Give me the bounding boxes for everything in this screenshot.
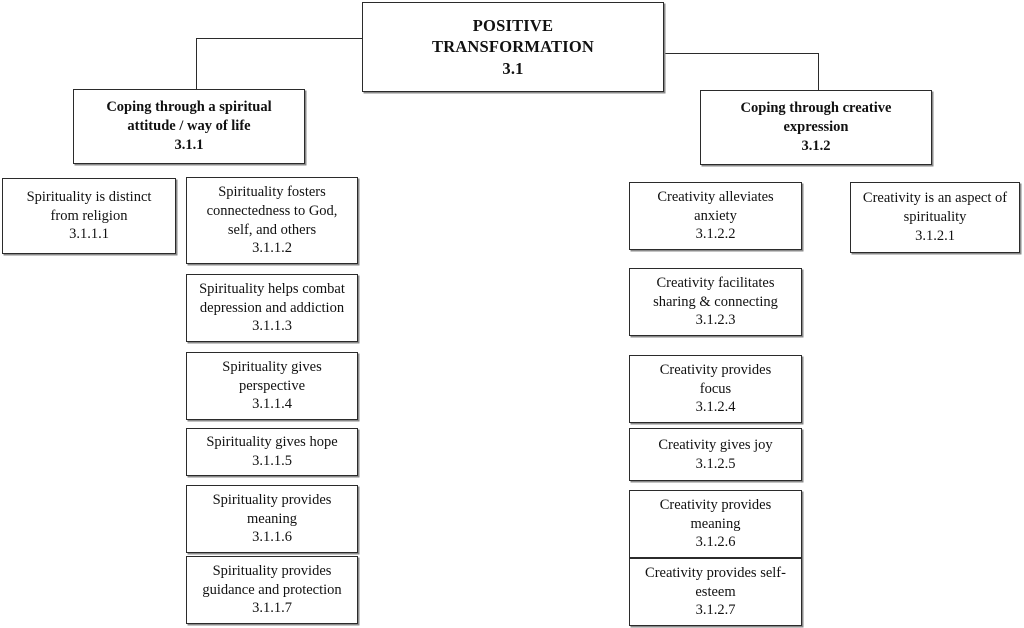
leaf-node-spirituality-fosters-connectedness[interactable]: Spirituality fosters connectedness to Go… xyxy=(186,177,358,264)
leaf-node-creativity-gives-joy[interactable]: Creativity gives joy 3.1.2.5 xyxy=(629,428,802,481)
leaf-label-line1: Creativity is an aspect of xyxy=(862,190,1008,207)
leaf-label-line1: Spirituality provides xyxy=(212,491,332,508)
root-label-line2: TRANSFORMATION xyxy=(432,37,594,57)
leaf-label-line1: Creativity provides self- xyxy=(645,564,786,581)
leaf-label-line1: Creativity provides xyxy=(659,496,772,513)
leaf-node-creativity-provides-self-esteem[interactable]: Creativity provides self- esteem 3.1.2.7 xyxy=(629,558,802,626)
leaf-label-line1: Spirituality provides xyxy=(212,562,332,579)
leaf-label-line2: meaning xyxy=(690,515,741,532)
branch-left-code: 3.1.1 xyxy=(174,136,204,153)
branch-node-coping-spiritual-attitude[interactable]: Coping through a spiritual attitude / wa… xyxy=(73,89,305,164)
leaf-label-line1: Creativity provides xyxy=(659,361,772,378)
leaf-label-line2: sharing & connecting xyxy=(653,293,778,310)
leaf-label-line2: depression and addiction xyxy=(199,299,345,316)
leaf-code: 3.1.1.2 xyxy=(252,240,292,257)
leaf-code: 3.1.2.4 xyxy=(695,399,736,416)
leaf-label-line2: connectedness to God, xyxy=(206,202,338,219)
leaf-code: 3.1.2.2 xyxy=(695,226,736,243)
connector-left-vertical xyxy=(196,38,197,89)
leaf-label-line1: Spirituality fosters xyxy=(218,183,326,200)
leaf-node-spirituality-distinct-from-religion[interactable]: Spirituality is distinct from religion 3… xyxy=(2,178,176,254)
leaf-label-line1: Creativity alleviates xyxy=(657,188,774,205)
leaf-code: 3.1.1.6 xyxy=(252,529,292,546)
leaf-label-line1: Spirituality gives xyxy=(222,358,322,375)
leaf-label-line2: spirituality xyxy=(903,209,967,226)
branch-left-label-line2: attitude / way of life xyxy=(127,118,251,135)
leaf-label-line1: Creativity facilitates xyxy=(656,274,775,291)
root-label-line1: POSITIVE xyxy=(472,15,554,35)
leaf-label-line1: Spirituality gives hope xyxy=(206,434,338,451)
leaf-code: 3.1.1.3 xyxy=(252,318,292,335)
leaf-code: 3.1.1.7 xyxy=(252,600,292,617)
leaf-code: 3.1.1.5 xyxy=(252,453,292,469)
branch-right-label-line1: Coping through creative xyxy=(740,100,892,117)
leaf-node-spirituality-provides-guidance[interactable]: Spirituality provides guidance and prote… xyxy=(186,556,358,624)
branch-right-code: 3.1.2 xyxy=(801,137,831,154)
leaf-code: 3.1.1.1 xyxy=(69,226,109,243)
leaf-node-creativity-facilitates-sharing[interactable]: Creativity facilitates sharing & connect… xyxy=(629,268,802,336)
leaf-label-line2: meaning xyxy=(247,510,297,527)
leaf-node-spirituality-helps-combat-depression[interactable]: Spirituality helps combat depression and… xyxy=(186,274,358,342)
branch-node-coping-creative-expression[interactable]: Coping through creative expression 3.1.2 xyxy=(700,90,932,165)
connector-right-vertical xyxy=(818,53,819,90)
leaf-code: 3.1.2.7 xyxy=(695,602,736,619)
leaf-label-line2: focus xyxy=(699,380,732,397)
leaf-label-line2: esteem xyxy=(695,583,736,600)
leaf-node-creativity-aspect-of-spirituality[interactable]: Creativity is an aspect of spirituality … xyxy=(850,182,1020,253)
leaf-node-creativity-provides-focus[interactable]: Creativity provides focus 3.1.2.4 xyxy=(629,355,802,423)
leaf-node-spirituality-provides-meaning[interactable]: Spirituality provides meaning 3.1.1.6 xyxy=(186,485,358,553)
branch-right-label-line2: expression xyxy=(783,119,849,136)
connector-root-right-horizontal xyxy=(664,53,819,54)
leaf-node-spirituality-gives-hope[interactable]: Spirituality gives hope 3.1.1.5 xyxy=(186,428,358,476)
leaf-code: 3.1.2.5 xyxy=(695,455,736,472)
leaf-node-creativity-provides-meaning[interactable]: Creativity provides meaning 3.1.2.6 xyxy=(629,490,802,558)
leaf-code: 3.1.1.4 xyxy=(252,396,292,413)
leaf-code: 3.1.2.1 xyxy=(915,227,955,244)
connector-root-left-horizontal xyxy=(196,38,363,39)
leaf-label-line1: Spirituality is distinct xyxy=(26,188,152,205)
root-code: 3.1 xyxy=(502,58,524,78)
leaf-code: 3.1.2.6 xyxy=(695,534,736,551)
leaf-label-line1: Creativity gives joy xyxy=(658,436,773,453)
leaf-label-line2: guidance and protection xyxy=(202,581,342,598)
leaf-label-line1: Spirituality helps combat xyxy=(199,280,345,297)
leaf-label-line2: from religion xyxy=(50,207,128,224)
leaf-label-line2: anxiety xyxy=(694,207,737,224)
leaf-label-line2: perspective xyxy=(238,377,306,394)
leaf-label-line3: self, and others xyxy=(227,221,317,238)
leaf-node-creativity-alleviates-anxiety[interactable]: Creativity alleviates anxiety 3.1.2.2 xyxy=(629,182,802,250)
leaf-node-spirituality-gives-perspective[interactable]: Spirituality gives perspective 3.1.1.4 xyxy=(186,352,358,420)
root-node-positive-transformation[interactable]: POSITIVE TRANSFORMATION 3.1 xyxy=(362,2,664,92)
leaf-code: 3.1.2.3 xyxy=(695,312,736,329)
branch-left-label-line1: Coping through a spiritual xyxy=(106,99,272,116)
